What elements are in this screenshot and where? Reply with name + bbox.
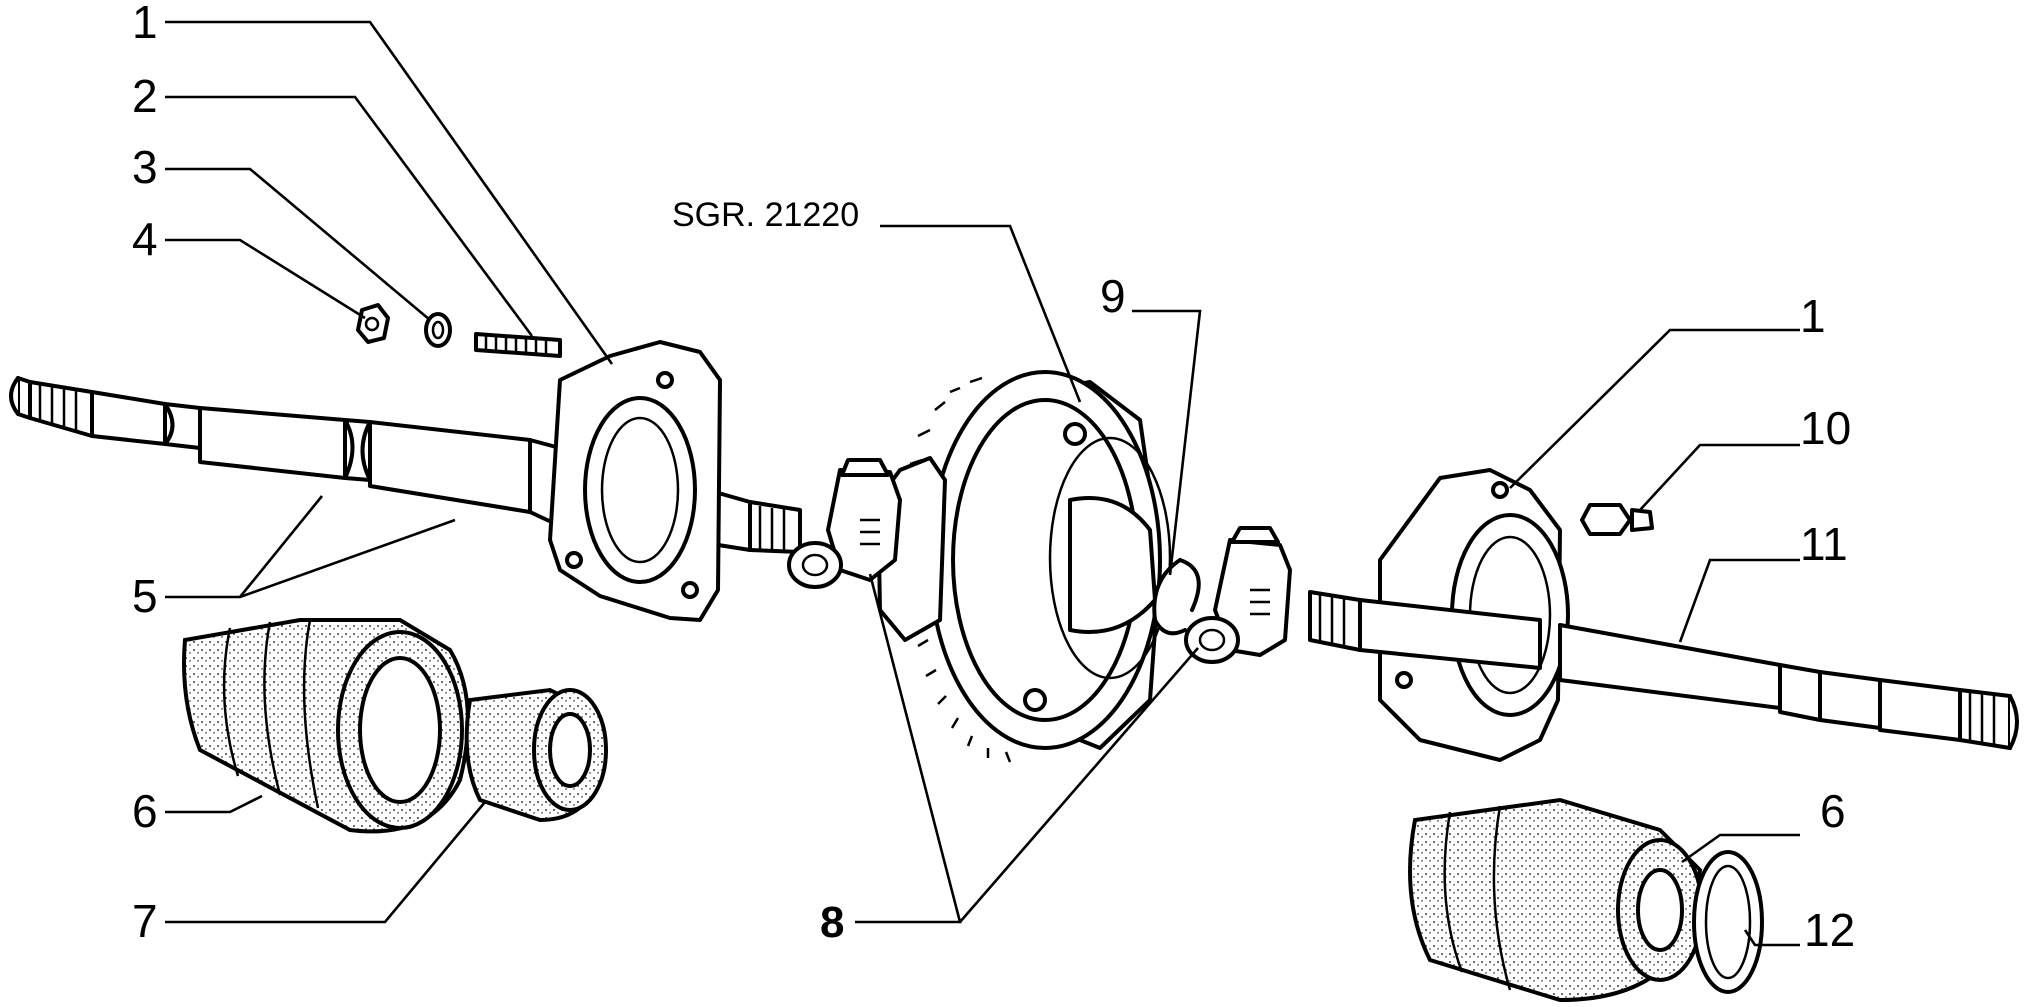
callout-2: 2 <box>132 70 158 122</box>
right-drive-shaft <box>1308 590 2019 750</box>
circlip <box>1152 558 1201 636</box>
left-planetary-gear <box>787 458 902 589</box>
right-outer-boot <box>1408 797 1704 1003</box>
stud <box>474 332 562 358</box>
callout-11: 11 <box>1800 518 1848 570</box>
nut <box>356 303 390 344</box>
callout-12: 12 <box>1804 904 1855 956</box>
callout-5: 5 <box>132 570 158 622</box>
callout-10: 10 <box>1800 402 1851 454</box>
left-bearing-flange <box>548 340 722 622</box>
callout-4: 4 <box>132 213 158 265</box>
reference-label: SGR. 21220 <box>672 196 859 234</box>
callout-6-right: 6 <box>1820 785 1846 837</box>
callout-1-left: 1 <box>132 0 158 48</box>
differential-ring-gear <box>903 370 1172 763</box>
callout-9: 9 <box>1100 270 1126 322</box>
callout-1-right: 1 <box>1800 290 1826 342</box>
boot-clamp <box>1692 850 1764 994</box>
left-inner-boot <box>464 687 608 823</box>
leader-lines <box>165 20 1800 947</box>
left-outer-boot <box>182 618 470 834</box>
right-planetary-gear <box>1184 526 1292 664</box>
callout-7: 7 <box>132 895 158 947</box>
callout-8: 8 <box>820 898 844 947</box>
bolt <box>1580 503 1654 536</box>
callout-3: 3 <box>132 141 158 193</box>
washer <box>424 312 452 348</box>
callout-6-left: 6 <box>132 785 158 837</box>
